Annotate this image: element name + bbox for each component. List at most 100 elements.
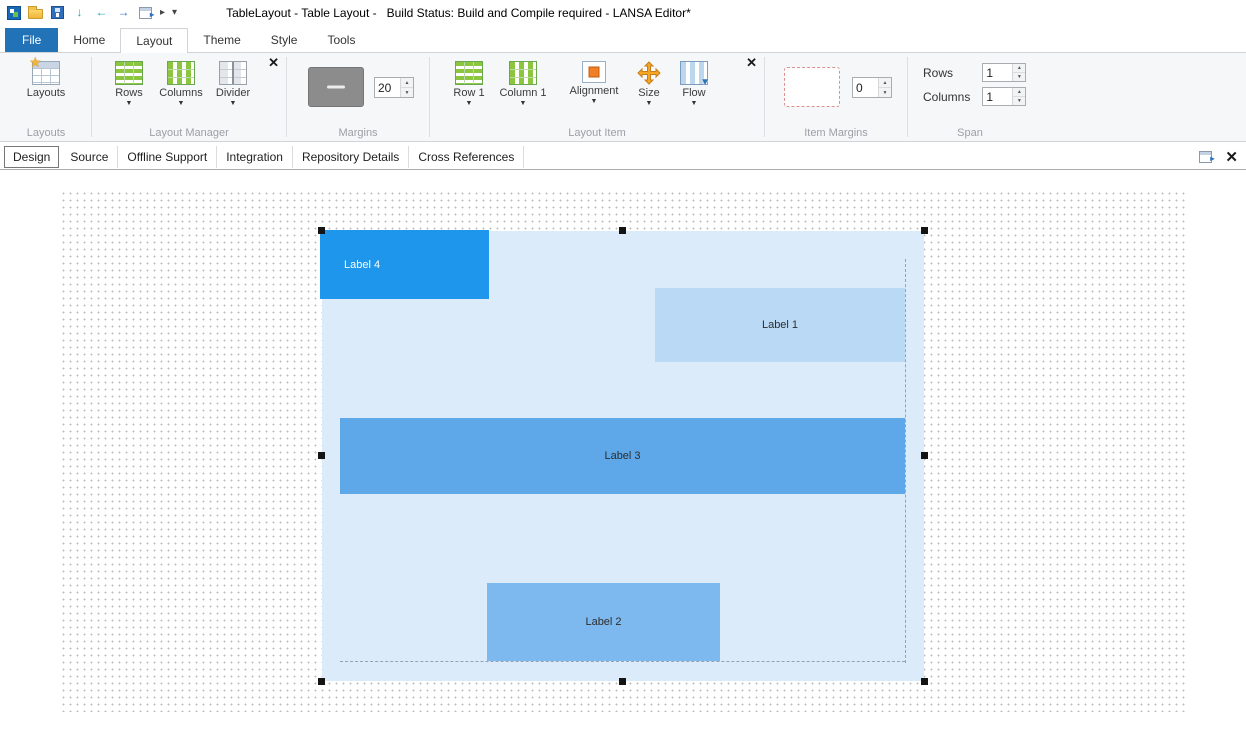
design-label-1-text: Label 1: [761, 319, 799, 331]
window-icon: ▸: [139, 6, 154, 19]
selection-handle-top-left[interactable]: [318, 227, 325, 234]
tab-home[interactable]: Home: [73, 33, 106, 47]
item-margins-button[interactable]: [784, 67, 840, 107]
layouts-button[interactable]: ★ Layouts: [14, 54, 78, 101]
ribbon: ★ Layouts Layouts Rows ▼ Columns ▼ Divid…: [0, 52, 1246, 142]
tab-theme[interactable]: Theme: [203, 33, 241, 47]
tab-style[interactable]: Style: [270, 33, 298, 47]
design-label-4[interactable]: Label 4: [320, 230, 489, 299]
design-label-4-text: Label 4: [344, 258, 381, 271]
forward-icon[interactable]: →: [117, 5, 130, 19]
checkin-icon[interactable]: ↓: [76, 5, 83, 19]
window-icon: ▸: [1199, 150, 1214, 163]
selection-handle-middle-right[interactable]: [921, 452, 928, 459]
window-arrow-icon: ▸: [149, 9, 154, 19]
close-document-icon[interactable]: ✕: [1225, 148, 1238, 166]
columns-button[interactable]: Columns ▼: [155, 59, 207, 109]
margins-button[interactable]: [308, 67, 364, 107]
design-label-1[interactable]: Label 1: [655, 288, 905, 362]
spin-down-icon[interactable]: ▼: [1013, 73, 1026, 81]
margins-spinner[interactable]: ▲ ▼: [374, 77, 414, 98]
columns-icon: [167, 61, 195, 85]
design-label-3[interactable]: Label 3: [340, 418, 905, 494]
disk-icon: [51, 6, 64, 19]
column-1-button[interactable]: Column 1 ▼: [493, 59, 553, 109]
spin-up-icon[interactable]: ▲: [1013, 64, 1026, 73]
selection-handle-bottom-right[interactable]: [921, 678, 928, 685]
size-button-label: Size: [638, 87, 660, 99]
span-columns-input[interactable]: [983, 88, 1013, 105]
selection-handle-top-right[interactable]: [921, 227, 928, 234]
doc-tab-source[interactable]: Source: [61, 145, 119, 168]
spin-up-icon[interactable]: ▲: [879, 78, 891, 88]
selection-handle-bottom-left[interactable]: [318, 678, 325, 685]
float-window-icon[interactable]: ▸: [1198, 149, 1214, 164]
design-label-2[interactable]: Label 2: [487, 583, 720, 661]
tab-file[interactable]: File: [5, 28, 59, 52]
doc-tab-actions: ▸ ✕: [1198, 144, 1238, 169]
open-icon[interactable]: [28, 5, 43, 20]
span-columns-spinner[interactable]: ▲ ▼: [982, 87, 1027, 106]
size-icon: [637, 61, 661, 85]
design-grid: Label 4 Label 1 Label 3 Label 2: [60, 190, 1185, 712]
spin-down-icon[interactable]: ▼: [879, 88, 891, 97]
selection-handle-top-middle[interactable]: [619, 227, 626, 234]
spin-up-icon[interactable]: ▲: [1013, 88, 1026, 97]
columns-caret-icon: ▼: [177, 100, 185, 107]
row-guide-dashed: [340, 661, 905, 662]
row-1-button[interactable]: Row 1 ▼: [445, 59, 493, 109]
column-1-button-label: Column 1: [499, 87, 547, 99]
selection-handle-middle-left[interactable]: [318, 452, 325, 459]
rows-icon: [115, 61, 143, 85]
selection-handle-bottom-middle[interactable]: [619, 678, 626, 685]
group-separator: [429, 57, 430, 137]
doc-tab-repository-details[interactable]: Repository Details: [293, 145, 410, 168]
alignment-icon: [582, 61, 606, 83]
doc-tab-offline-support[interactable]: Offline Support: [118, 145, 218, 168]
group-label-layouts: Layouts: [26, 127, 66, 139]
tab-layout[interactable]: Layout: [120, 28, 189, 53]
back-icon[interactable]: ←: [95, 5, 108, 19]
move-arrows-icon: [637, 61, 661, 85]
spin-up-icon[interactable]: ▲: [401, 78, 413, 88]
spin-down-icon[interactable]: ▼: [1013, 97, 1026, 105]
span-rows-input[interactable]: [983, 64, 1013, 81]
divider-button[interactable]: Divider ▼: [207, 59, 259, 109]
flow-button[interactable]: ▼ Flow ▼: [671, 59, 717, 109]
alignment-button[interactable]: Alignment ▼: [561, 59, 627, 107]
quick-access-caret-icon[interactable]: ▾: [172, 7, 178, 18]
ribbon-group-item-margins: ▲ ▼ Item Margins: [766, 53, 906, 141]
spin-down-icon[interactable]: ▼: [401, 88, 413, 97]
row-1-button-label: Row 1: [453, 87, 485, 99]
close-layout-manager-icon[interactable]: ✕: [268, 55, 279, 70]
table-layout-container[interactable]: Label 4 Label 1 Label 3 Label 2: [318, 227, 928, 685]
open-window-icon[interactable]: ▸: [138, 5, 154, 20]
save-icon[interactable]: [50, 5, 65, 20]
column-1-icon: [509, 61, 537, 85]
ribbon-group-layout-item: Row 1 ▼ Column 1 ▼ Alignment ▼ Size ▼: [431, 53, 763, 141]
design-canvas[interactable]: Label 4 Label 1 Label 3 Label 2: [0, 170, 1246, 729]
item-margins-value-input[interactable]: [853, 78, 878, 97]
close-layout-item-icon[interactable]: ✕: [746, 55, 757, 70]
group-separator: [764, 57, 765, 137]
size-button[interactable]: Size ▼: [627, 59, 671, 109]
doc-tab-integration[interactable]: Integration: [217, 145, 293, 168]
rows-button[interactable]: Rows ▼: [103, 59, 155, 109]
play-icon[interactable]: ▸: [160, 7, 166, 18]
size-caret-icon: ▼: [645, 100, 653, 107]
tab-tools[interactable]: Tools: [327, 33, 356, 47]
span-rows-spinner[interactable]: ▲ ▼: [982, 63, 1027, 82]
columns-button-label: Columns: [159, 87, 203, 99]
item-margins-spinner[interactable]: ▲ ▼: [852, 77, 892, 98]
doc-tab-cross-references[interactable]: Cross References: [409, 145, 525, 168]
flow-button-label: Flow: [682, 87, 706, 99]
margins-spinner-buttons: ▲ ▼: [400, 78, 413, 97]
margins-value-input[interactable]: [375, 78, 400, 97]
row-1-icon: [455, 61, 483, 85]
doc-tab-design[interactable]: Design: [4, 145, 60, 168]
flow-icon: ▼: [680, 61, 710, 88]
group-label-margins: Margins: [338, 127, 378, 139]
span-rows-spinner-buttons: ▲ ▼: [1012, 64, 1026, 81]
flow-arrow-icon: ▼: [700, 77, 710, 88]
rows-button-label: Rows: [115, 87, 143, 99]
